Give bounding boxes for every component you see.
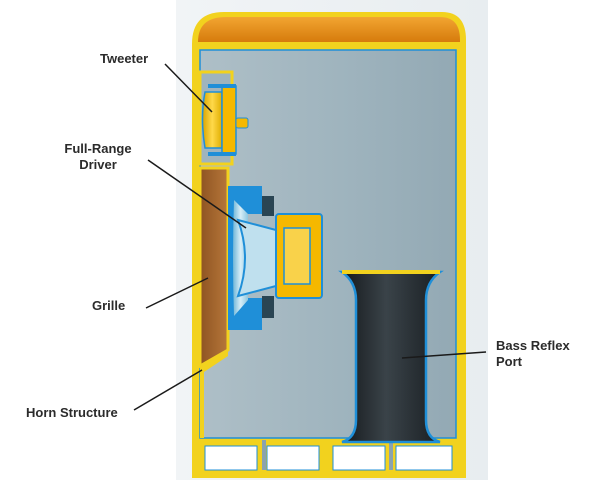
leader-tweeter (164, 63, 213, 113)
base-slot-3 (332, 445, 386, 471)
base-slot-1 (204, 445, 258, 471)
base-post-2 (389, 440, 393, 470)
label-full-range-line1: Full-Range (64, 141, 132, 156)
tweeter-terminal (235, 117, 249, 129)
driver-cone-face (236, 218, 277, 298)
grille-panel (198, 166, 230, 369)
bass-reflex-port (338, 270, 444, 444)
label-tweeter: Tweeter (100, 51, 149, 66)
leader-bass-port (401, 351, 487, 359)
cabinet-top-cap (198, 17, 460, 42)
label-bass-reflex-port: Bass Reflex Port (496, 338, 570, 370)
label-bass-reflex-line1: Bass Reflex (496, 338, 570, 353)
label-horn-structure: Horn Structure (26, 405, 118, 420)
base-slot-2 (266, 445, 320, 471)
label-grille: Grille (92, 298, 126, 313)
leader-full-range (147, 159, 247, 229)
base-post-1 (262, 440, 266, 470)
horn-structure (200, 350, 228, 438)
label-full-range-line2: Driver (79, 157, 117, 172)
leader-horn (133, 369, 203, 411)
tweeter-dome (201, 91, 223, 149)
driver-basket-bottom (262, 296, 274, 318)
label-full-range-driver: Full-Range Driver (56, 141, 140, 173)
leader-grille (145, 277, 209, 309)
driver-pole (283, 227, 311, 285)
label-bass-reflex-line2: Port (496, 354, 522, 369)
leader-lines (133, 63, 487, 411)
driver-basket-top (262, 196, 274, 216)
base-slot-4 (395, 445, 453, 471)
tweeter-magnet (221, 85, 237, 155)
